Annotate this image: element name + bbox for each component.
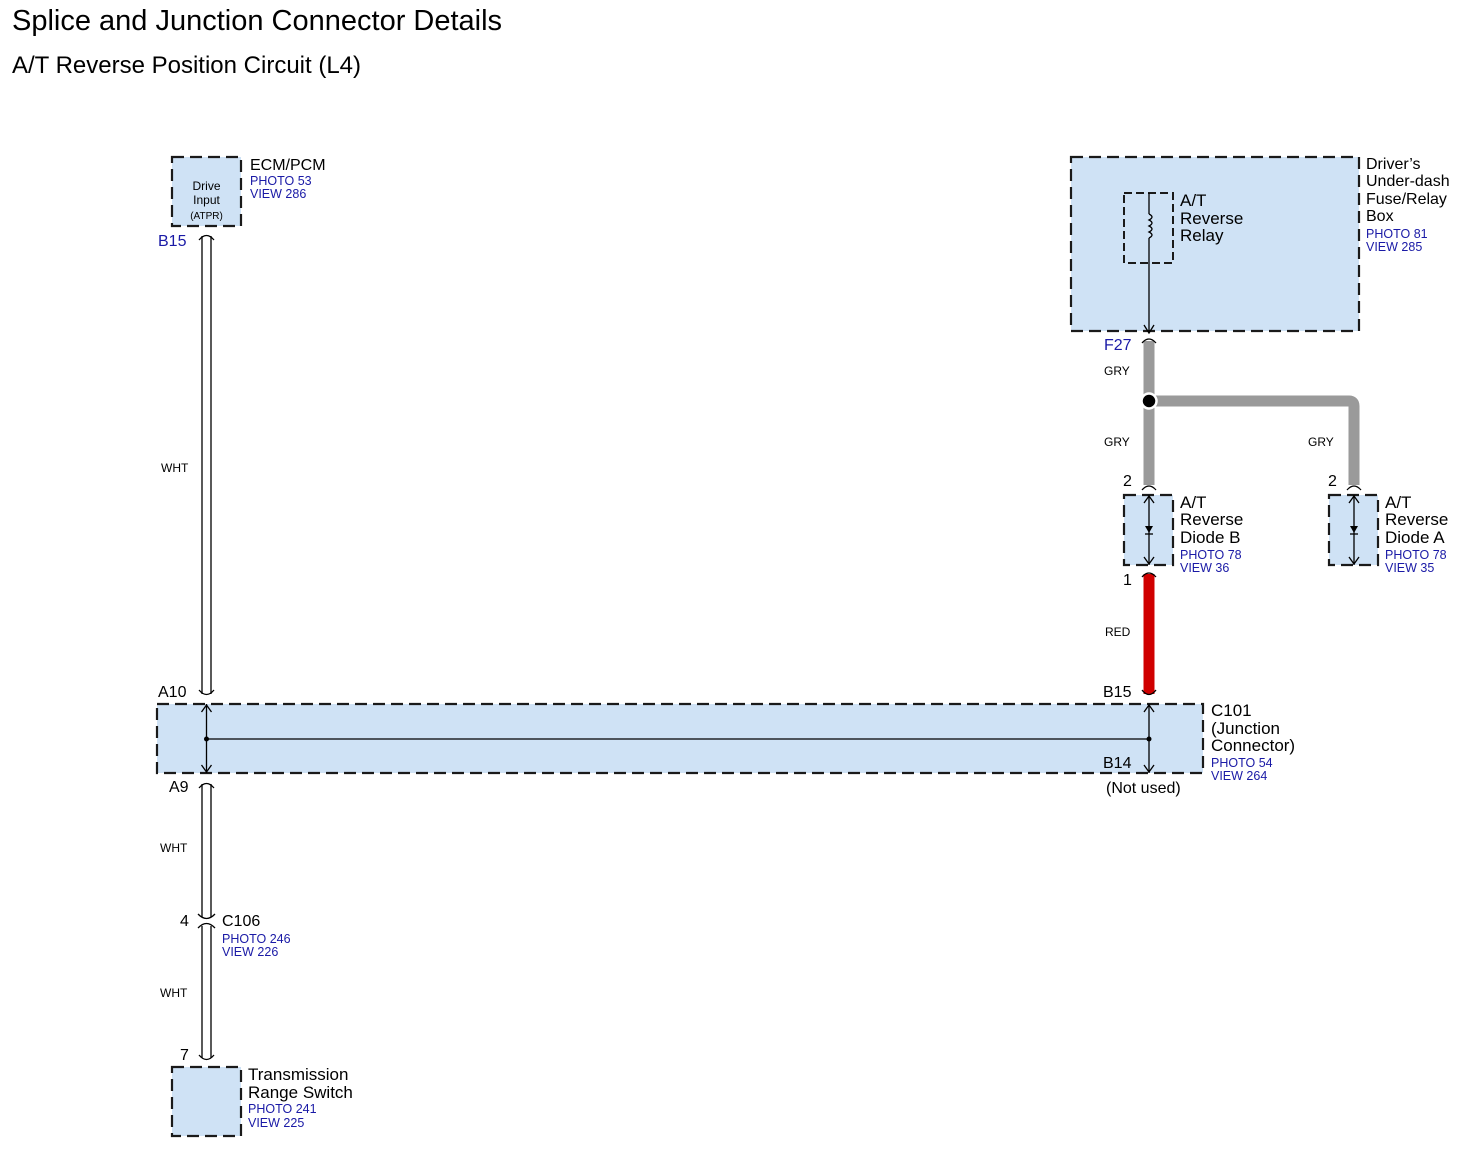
diode-b-photo-ref: PHOTO 78 [1180, 548, 1242, 562]
c106-pin-4: 4 [180, 913, 189, 930]
fuse-box-label-1: Driver’s [1366, 156, 1421, 173]
c101-pin-b14: B14 [1103, 755, 1132, 772]
c101-pin-b15: B15 [1103, 684, 1132, 701]
fuse-box-photo-ref: PHOTO 81 [1366, 227, 1428, 241]
diode-a-symbol-icon [1350, 526, 1358, 533]
wire-label-red: RED [1105, 625, 1131, 639]
trs-label-1: Transmission [248, 1065, 348, 1084]
reverse-diode-b-component: 2 1 A/T Reverse Diode B PHOTO 78 VIEW 36 [1122, 473, 1243, 589]
fuse-box-label-2: Under-dash [1366, 173, 1450, 190]
wire-label-gry-2: GRY [1104, 435, 1130, 449]
diode-b-label-2: Reverse [1180, 510, 1243, 529]
relay-label-2: Reverse [1180, 209, 1243, 228]
fuse-box-view-ref: VIEW 285 [1366, 240, 1422, 254]
ecm-view-ref: VIEW 286 [250, 187, 306, 201]
c101-view-ref: VIEW 264 [1211, 769, 1267, 783]
trs-label-2: Range Switch [248, 1083, 353, 1102]
fuse-relay-box-component: A/T Reverse Relay Driver’s Under-dash Fu… [1069, 155, 1450, 354]
wire-c106-to-trs: WHT [160, 926, 215, 1061]
c106-label: C106 [222, 913, 260, 930]
page-subtitle: A/T Reverse Position Circuit (L4) [12, 52, 361, 79]
page-title: Splice and Junction Connector Details [12, 5, 502, 37]
diode-a-label-2: Reverse [1385, 510, 1448, 529]
c106-connector: 4 C106 PHOTO 246 VIEW 226 [180, 913, 291, 959]
fuse-box-label-4: Box [1366, 208, 1394, 225]
relay-label-1: A/T [1180, 191, 1206, 210]
trs-pin-7: 7 [180, 1047, 189, 1064]
c101-photo-ref: PHOTO 54 [1211, 756, 1273, 770]
c101-label-1: C101 [1211, 701, 1252, 720]
fuse-box-pin-f27: F27 [1104, 337, 1132, 354]
diode-b-view-ref: VIEW 36 [1180, 561, 1229, 575]
wire-label-gry-1: GRY [1104, 364, 1130, 378]
relay-label-3: Relay [1180, 226, 1224, 245]
c101-label-3: Connector) [1211, 736, 1295, 755]
fuse-box-label-3: Fuse/Relay [1366, 191, 1447, 208]
wire-c101-to-c106: WHT [160, 782, 216, 920]
ecm-inner-label-3: (ATPR) [190, 211, 223, 222]
c101-junction-dot-right [1146, 736, 1152, 742]
diode-b-pin-2: 2 [1123, 473, 1132, 490]
diode-a-label-1: A/T [1385, 493, 1411, 512]
reverse-diode-a-component: 2 A/T Reverse Diode A PHOTO 78 VIEW 35 [1327, 473, 1448, 575]
fuse-relay-box [1069, 155, 1361, 333]
c101-pin-a10: A10 [158, 684, 187, 701]
c101-junction-connector: A10 A9 B15 B14 (Not used) C101 (Junction… [155, 684, 1295, 797]
ecm-pcm-box [170, 155, 243, 228]
c101-label-2: (Junction [1211, 719, 1280, 738]
wire-label-wht-1: WHT [161, 461, 189, 475]
ecm-photo-ref: PHOTO 53 [250, 174, 312, 188]
c106-view-ref: VIEW 226 [222, 945, 278, 959]
relay-coil-icon [1147, 213, 1153, 239]
wire-gry-network: GRY GRY GRY [1104, 338, 1362, 491]
ecm-inner-label-2: Input [193, 193, 220, 207]
splice-point-icon [1140, 392, 1158, 410]
diode-b-label-1: A/T [1180, 493, 1206, 512]
c106-connector-icon [197, 922, 216, 929]
c101-pin-a9: A9 [169, 779, 189, 796]
trs-box [170, 1065, 243, 1138]
trs-view-ref: VIEW 225 [248, 1116, 304, 1130]
ecm-label: ECM/PCM [250, 157, 326, 174]
trs-photo-ref: PHOTO 241 [248, 1102, 317, 1116]
ecm-pcm-component: Drive Input (ATPR) ECM/PCM PHOTO 53 VIEW… [158, 155, 326, 250]
wire-label-gry-3: GRY [1308, 435, 1334, 449]
wire-label-wht-3: WHT [160, 986, 188, 1000]
diode-a-view-ref: VIEW 35 [1385, 561, 1434, 575]
ecm-inner-label-1: Drive [192, 179, 220, 193]
c101-not-used-label: (Not used) [1106, 780, 1181, 797]
diode-a-pin-2: 2 [1328, 473, 1337, 490]
transmission-range-switch-component: 7 Transmission Range Switch PHOTO 241 VI… [170, 1047, 353, 1138]
diode-b-pin-1: 1 [1123, 572, 1132, 589]
diode-b-label-3: Diode B [1180, 528, 1240, 547]
diode-b-symbol-icon [1145, 526, 1153, 533]
diode-a-label-3: Diode A [1385, 528, 1445, 547]
c106-photo-ref: PHOTO 246 [222, 932, 291, 946]
diode-a-photo-ref: PHOTO 78 [1385, 548, 1447, 562]
wire-ecm-to-c101: WHT [161, 234, 215, 696]
c101-junction-dot-left [204, 736, 209, 742]
wire-label-wht-2: WHT [160, 841, 188, 855]
wire-red-diode-b-to-c101: RED [1105, 572, 1157, 696]
ecm-pin-b15: B15 [158, 233, 187, 250]
